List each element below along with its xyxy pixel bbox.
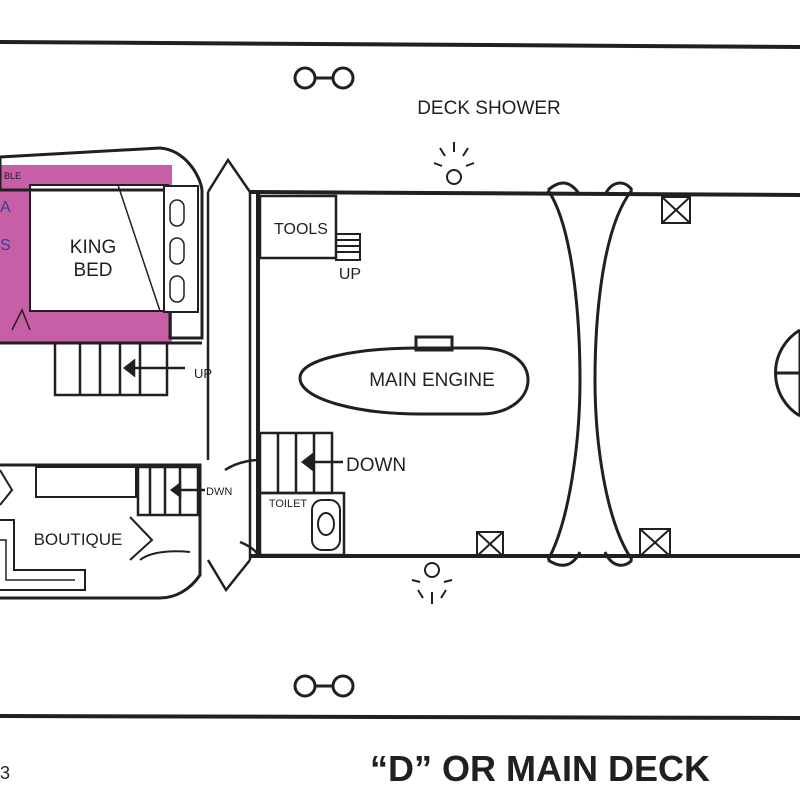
table-label: BLE xyxy=(4,171,21,181)
deck-shower-label: DECK SHOWER xyxy=(417,98,561,119)
hatch-icon xyxy=(661,196,691,224)
stairs-icon xyxy=(258,431,343,495)
winch-icon xyxy=(774,328,800,418)
stairs-icon xyxy=(335,233,361,261)
toilet-icon xyxy=(311,499,341,551)
hull-outline xyxy=(0,40,800,720)
hatch-icon xyxy=(639,528,671,557)
king-bed-label-2: BED xyxy=(73,260,112,281)
door-swing-icon xyxy=(206,157,260,593)
stairs-icon xyxy=(136,465,205,517)
bollard-icon xyxy=(293,674,355,698)
boutique-room xyxy=(0,463,202,600)
cabin-letter-a: A xyxy=(0,199,11,216)
shower-lamp-icon xyxy=(411,562,453,604)
toilet-label: TOILET xyxy=(269,498,308,510)
bollard-icon xyxy=(293,66,355,90)
shower-lamp-icon xyxy=(433,142,475,185)
hatch-icon xyxy=(476,531,504,557)
up-tools-label: UP xyxy=(339,266,361,283)
main-engine-label: MAIN ENGINE xyxy=(369,370,495,391)
up-cabin-label: UP xyxy=(194,366,212,381)
down-boutique-label: DWN xyxy=(206,486,232,498)
page-number: 3 xyxy=(0,763,10,783)
boutique-label: BOUTIQUE xyxy=(34,530,123,549)
stairs-icon xyxy=(53,341,185,397)
tools-label: TOOLS xyxy=(274,221,328,238)
king-bed-label-1: KING xyxy=(70,237,116,258)
tools-room xyxy=(258,194,338,260)
cabin-letter-s: S xyxy=(0,237,11,254)
engine-room xyxy=(249,181,800,567)
cabin-room xyxy=(0,146,204,345)
page-title: “D” OR MAIN DECK xyxy=(370,748,710,789)
main-engine-shape xyxy=(298,335,530,416)
toilet-room xyxy=(258,491,346,557)
down-engine-label: DOWN xyxy=(346,455,406,476)
